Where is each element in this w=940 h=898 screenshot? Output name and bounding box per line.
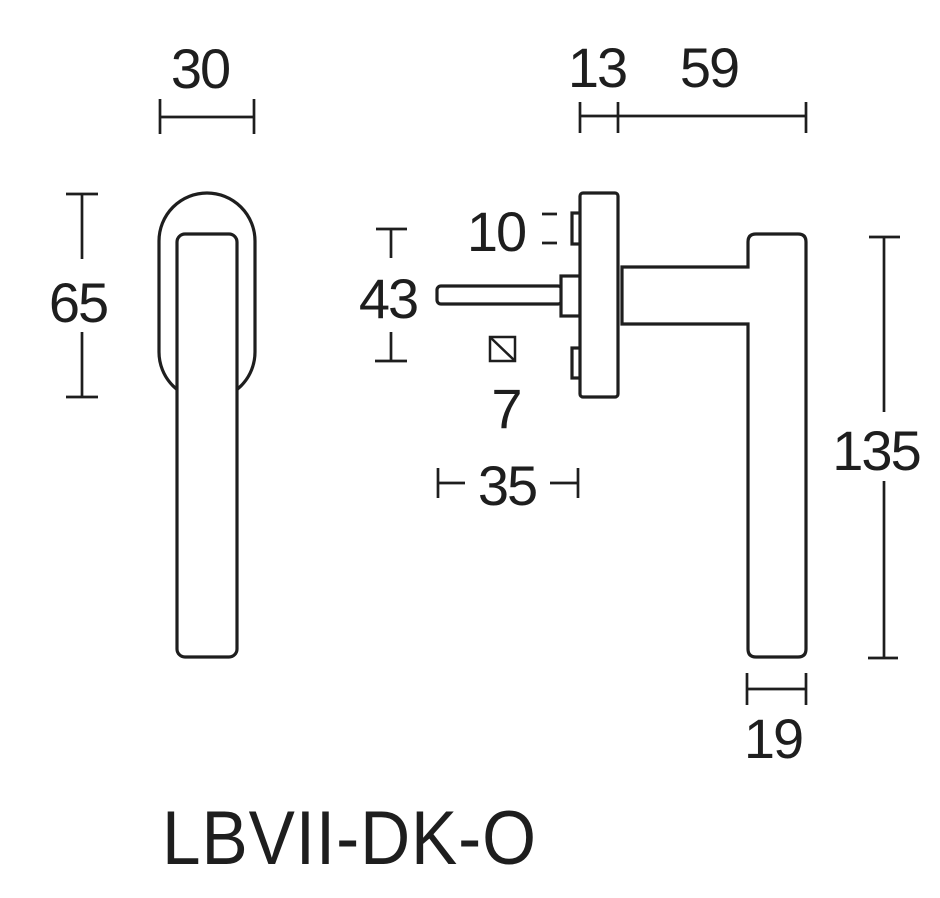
dim-spindle-height-line xyxy=(375,227,407,363)
product-code-title: LBVII-DK-O xyxy=(162,796,537,881)
dim-front-width: 30 xyxy=(158,37,256,134)
dim-grip-thickness: 19 xyxy=(744,673,808,770)
dim-square-spindle: 7 xyxy=(488,335,523,440)
dim-front-height-label: 65 xyxy=(49,271,107,334)
dim-front-width-label: 30 xyxy=(171,37,229,100)
dim-handle-length-label: 135 xyxy=(832,419,919,482)
front-view xyxy=(157,191,257,659)
dim-clip-label: 10 xyxy=(467,200,525,263)
dim-spindle-length: 35 xyxy=(436,454,580,517)
dim-grip-thickness-label: 19 xyxy=(744,707,802,770)
dim-spindle-height-label: 43 xyxy=(359,267,417,330)
square-spindle-diagonal xyxy=(490,337,515,361)
dim-depth-line xyxy=(578,102,808,133)
dim-depth: 13 59 xyxy=(568,36,808,133)
dim-plate-offset-label: 13 xyxy=(568,36,626,99)
side-view xyxy=(435,191,808,659)
dim-clip-ticks xyxy=(542,212,557,245)
rose-plate xyxy=(578,191,620,399)
dim-square-label: 7 xyxy=(491,377,520,440)
dim-spindle-length-line xyxy=(436,468,580,498)
handle-profile xyxy=(620,232,808,659)
dim-handle-depth-label: 59 xyxy=(680,36,738,99)
spindle-bar xyxy=(435,284,564,306)
dim-spindle-length-label: 35 xyxy=(478,454,536,517)
dim-grip-thickness-line xyxy=(745,673,808,705)
dim-front-width-line xyxy=(158,99,256,134)
square-spindle-icon xyxy=(488,335,517,363)
dim-handle-length: 135 xyxy=(832,235,922,660)
dim-front-height-line xyxy=(66,192,98,399)
front-grip-outline xyxy=(175,232,239,659)
dim-spindle-height: 43 xyxy=(359,227,419,363)
dim-handle-length-line xyxy=(868,235,900,660)
dim-front-height: 65 xyxy=(49,192,109,399)
dim-clip: 10 xyxy=(467,200,557,263)
spindle-boss xyxy=(559,274,582,318)
